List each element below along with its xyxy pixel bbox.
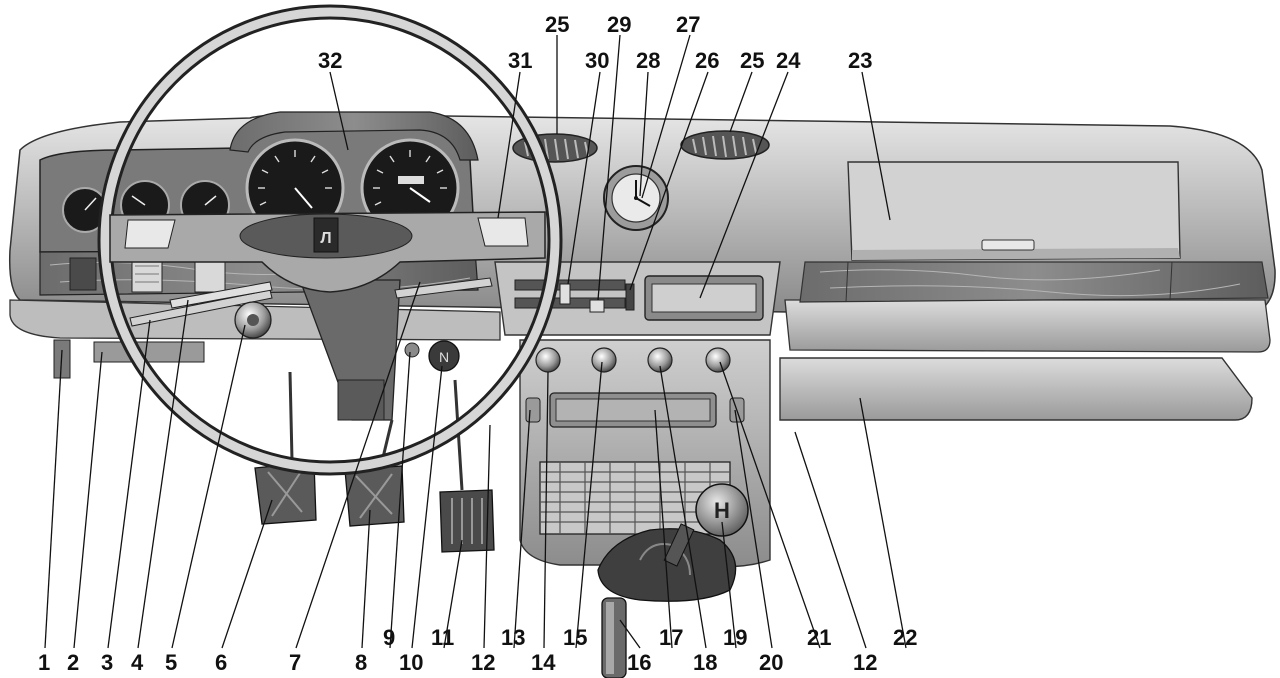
steering-wheel: Л	[97, 4, 563, 476]
glove-box	[847, 161, 1181, 261]
callout-23: 23	[848, 48, 872, 73]
callout-9: 9	[383, 625, 395, 650]
callout-16: 16	[627, 650, 651, 675]
wood-trim-right	[799, 261, 1269, 303]
callout-31: 31	[508, 48, 532, 73]
callout-21: 21	[807, 625, 831, 650]
callout-26: 26	[695, 48, 719, 73]
callout-25-left: 25	[545, 12, 569, 37]
callout-24: 24	[776, 48, 801, 73]
callout-11: 11	[431, 625, 454, 650]
callout-13: 13	[501, 625, 525, 650]
callout-4: 4	[131, 650, 144, 675]
ignition-switch	[234, 301, 272, 339]
callout-32: 32	[318, 48, 342, 73]
callout-20: 20	[759, 650, 783, 675]
callout-12-right: 12	[853, 650, 877, 675]
leader-lines	[44, 34, 907, 649]
callout-3: 3	[101, 650, 113, 675]
callout-1: 1	[38, 650, 50, 675]
callouts-bottom: 1 2 3 4 5 6 7 8 9 10 11 12 13 14 15 16 1…	[38, 625, 917, 675]
callout-18: 18	[693, 650, 717, 675]
callout-14: 14	[531, 650, 556, 675]
callout-27: 27	[676, 12, 700, 37]
callout-10: 10	[399, 650, 423, 675]
svg-text:N: N	[439, 349, 449, 365]
handbrake-lever	[601, 597, 627, 678]
svg-text:Л: Л	[320, 230, 331, 247]
air-vent-right	[680, 130, 770, 160]
left-lower-parts	[53, 339, 205, 379]
callout-15: 15	[563, 625, 587, 650]
center-console-upper	[494, 261, 781, 336]
steering-column	[299, 279, 401, 421]
callout-25-right: 25	[740, 48, 764, 73]
callout-5: 5	[165, 650, 177, 675]
callout-7: 7	[289, 650, 301, 675]
callout-8: 8	[355, 650, 367, 675]
callout-19: 19	[723, 625, 747, 650]
svg-text:H: H	[714, 498, 730, 523]
callout-30: 30	[585, 48, 609, 73]
callouts-top: 32 31 25 30 29 28 27 26 25 24 23	[318, 12, 872, 73]
callout-12-left: 12	[471, 650, 495, 675]
callout-28: 28	[636, 48, 660, 73]
callout-22: 22	[893, 625, 917, 650]
parcel-shelf	[779, 357, 1253, 421]
lower-switches: N	[404, 340, 460, 372]
callout-6: 6	[215, 650, 227, 675]
gear-lever: H	[597, 483, 749, 602]
clock	[603, 165, 669, 231]
callout-29: 29	[607, 12, 631, 37]
callout-2: 2	[67, 650, 79, 675]
callout-17: 17	[659, 625, 683, 650]
steering-stalks	[129, 277, 493, 327]
